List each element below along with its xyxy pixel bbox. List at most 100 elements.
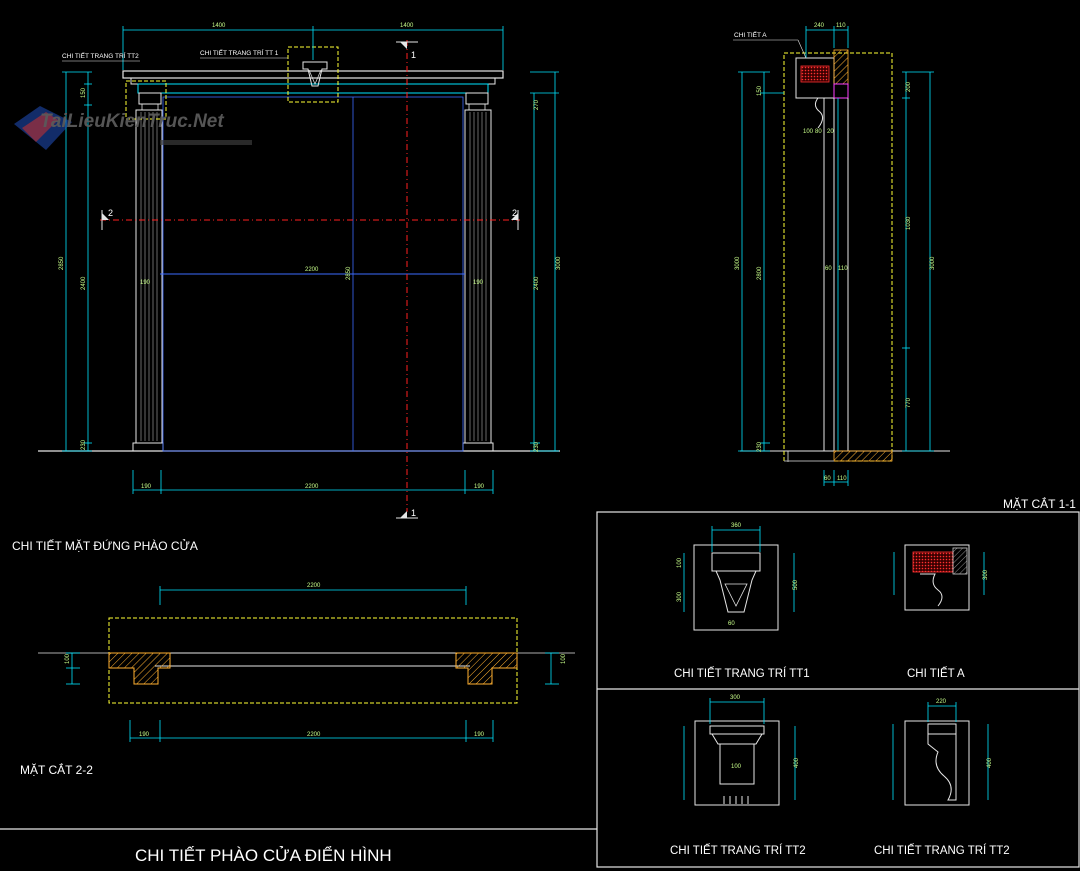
detail-tt1: 360 100 300 500 60 CHI TIẾT TRANG TRÍ TT… bbox=[674, 523, 810, 680]
dim-opening-width: 2200 bbox=[305, 267, 319, 273]
detail-label-tt1: CHI TIẾT TRANG TRÍ TT1 bbox=[674, 667, 810, 680]
side-dim-small-b: 80 bbox=[815, 129, 822, 135]
plan-dim-left: 190 bbox=[139, 732, 150, 738]
dim-plinth-right: 230 bbox=[534, 441, 540, 452]
dim-head-b: 270 bbox=[534, 99, 540, 110]
plan-dim-right: 190 bbox=[474, 732, 485, 738]
plan-dim-h-left: 100 bbox=[65, 653, 71, 664]
dim-height-right: 2400 bbox=[534, 276, 540, 290]
plan-section-2-2: 2200 2200 190 190 100 100 bbox=[38, 583, 575, 742]
section-arrow-top bbox=[400, 42, 407, 49]
plan-left-pillar bbox=[108, 652, 171, 685]
section-mark-2-right: 2 bbox=[512, 208, 517, 218]
detail-label-a: CHI TIẾT A bbox=[907, 667, 965, 680]
side-dim-seg2: 770 bbox=[906, 397, 912, 408]
side-section-1-1: 3000 2800 150 230 3000 200 1030 770 240 … bbox=[733, 23, 950, 486]
section-arrow-right bbox=[511, 213, 518, 220]
side-dim-wall-b: 110 bbox=[838, 266, 848, 272]
side-dim-h2: 2800 bbox=[757, 266, 763, 280]
left-plinth bbox=[132, 442, 164, 452]
tt2-dim-h: 400 bbox=[794, 757, 800, 768]
dim-plinth-left: 230 bbox=[81, 439, 87, 450]
section-2-2-title: MẶT CẮT 2-2 bbox=[20, 762, 93, 777]
side-dim-head: 150 bbox=[757, 85, 763, 96]
dim-top-right: 1400 bbox=[400, 23, 414, 29]
detail-label-tt2-right: CHI TIẾT TRANG TRÍ TT2 bbox=[874, 844, 1010, 857]
detail-tt2-right: 220 400 CHI TIẾT TRANG TRÍ TT2 bbox=[874, 699, 1010, 857]
tt1-dim-width: 360 bbox=[731, 523, 742, 529]
tt2-dim-width: 300 bbox=[730, 695, 741, 701]
callout-label-tt2: CHI TIẾT TRANG TRÍ TT2 bbox=[62, 50, 139, 60]
side-right-dimensions bbox=[902, 71, 934, 452]
top-dimension-chain bbox=[122, 26, 504, 70]
section-mark-1-top: 1 bbox=[411, 50, 416, 60]
side-cornice-section bbox=[800, 65, 830, 83]
plan-right-pillar bbox=[455, 652, 518, 685]
plan-dim-h-right: 100 bbox=[561, 653, 567, 664]
side-dim-seg1: 1030 bbox=[906, 216, 912, 230]
dim-top-left: 1400 bbox=[212, 23, 226, 29]
detail-tt2-left: 300 400 100 CHI TIẾT TRANG TRÍ TT2 bbox=[670, 695, 806, 857]
dim-total-height: 2850 bbox=[59, 256, 65, 270]
detail-a: 300 CHI TIẾT A bbox=[893, 544, 989, 680]
plan-dimensions bbox=[66, 586, 559, 742]
callout-box-tt2 bbox=[125, 80, 167, 120]
tt2-dim-mid: 100 bbox=[731, 764, 742, 770]
side-dim-small-c: 20 bbox=[827, 129, 834, 135]
dim-bottom-opening: 2200 bbox=[305, 484, 319, 490]
a-dim-h: 300 bbox=[983, 569, 989, 580]
left-capital bbox=[138, 92, 162, 105]
keystone bbox=[302, 61, 328, 87]
dim-pillar-right-inner: 190 bbox=[473, 280, 484, 286]
watermark: TaiLieuKienTruc.Net bbox=[14, 106, 252, 150]
plan-dim-bottom: 2200 bbox=[307, 732, 321, 738]
tt1-dim-bot: 60 bbox=[728, 621, 735, 627]
side-top-dimensions bbox=[805, 26, 849, 58]
side-dim-small-a: 100 bbox=[803, 129, 814, 135]
detail-frames bbox=[0, 511, 1080, 868]
side-dim-top-a: 240 bbox=[814, 23, 825, 29]
tt2r-dim-top: 220 bbox=[936, 699, 947, 705]
left-capital-neck bbox=[141, 103, 159, 111]
callout-label-a: CHI TIẾT A bbox=[734, 29, 767, 39]
section-arrow-left bbox=[102, 213, 109, 220]
section-1-1-title: MẶT CẮT 1-1 bbox=[1003, 496, 1076, 511]
architrave bbox=[137, 83, 489, 94]
dim-head-a: 150 bbox=[81, 87, 87, 98]
elevation-title: CHI TIẾT MẶT ĐỨNG PHÀO CỬA bbox=[12, 538, 198, 553]
callout-label-tt1: CHI TIẾT TRANG TRÍ TT 1 bbox=[200, 47, 279, 57]
dim-height-left: 2400 bbox=[81, 276, 87, 290]
tt2r-dim-h: 400 bbox=[987, 757, 993, 768]
dim-bottom-pillar-left: 190 bbox=[141, 484, 152, 490]
cornice-top bbox=[122, 70, 504, 79]
side-dim-h1: 3000 bbox=[735, 256, 741, 270]
plan-dim-top: 2200 bbox=[307, 583, 321, 589]
right-plinth bbox=[462, 442, 494, 452]
watermark-text: TaiLieuKienTruc.Net bbox=[40, 111, 224, 132]
side-dim-bot-a: 60 bbox=[824, 476, 831, 482]
main-title: CHI TIẾT PHÀO CỬA ĐIỂN HÌNH bbox=[135, 846, 392, 865]
tt1-dim-h3: 500 bbox=[793, 579, 799, 590]
side-dim-h3: 3000 bbox=[930, 256, 936, 270]
side-left-dimensions bbox=[738, 71, 784, 452]
dim-bottom-pillar-right: 190 bbox=[474, 484, 485, 490]
section-arrow-bottom bbox=[400, 511, 407, 518]
dim-pillar-left-inner: 190 bbox=[140, 280, 151, 286]
side-dim-top-seg: 200 bbox=[906, 81, 912, 92]
section-mark-2-left: 2 bbox=[108, 208, 113, 218]
tt1-dim-h1: 100 bbox=[677, 557, 683, 568]
front-elevation: 1 1 2 2 1400 1400 2850 2400 150 230 bbox=[38, 23, 562, 519]
side-dim-plinth: 230 bbox=[757, 441, 763, 452]
side-dim-bot-b: 110 bbox=[837, 476, 847, 482]
section-mark-1-bottom: 1 bbox=[411, 508, 416, 518]
right-capital bbox=[465, 92, 489, 105]
dim-height-mid: 2850 bbox=[346, 266, 352, 280]
detail-label-tt2-left: CHI TIẾT TRANG TRÍ TT2 bbox=[670, 844, 806, 857]
right-capital-neck bbox=[468, 103, 486, 111]
tt1-dim-h2: 300 bbox=[677, 591, 683, 602]
right-dimension-chain bbox=[530, 71, 559, 452]
side-dim-top-b: 110 bbox=[836, 23, 846, 29]
side-dim-wall-a: 60 bbox=[825, 266, 832, 272]
bottom-dimension-chain bbox=[132, 470, 494, 494]
